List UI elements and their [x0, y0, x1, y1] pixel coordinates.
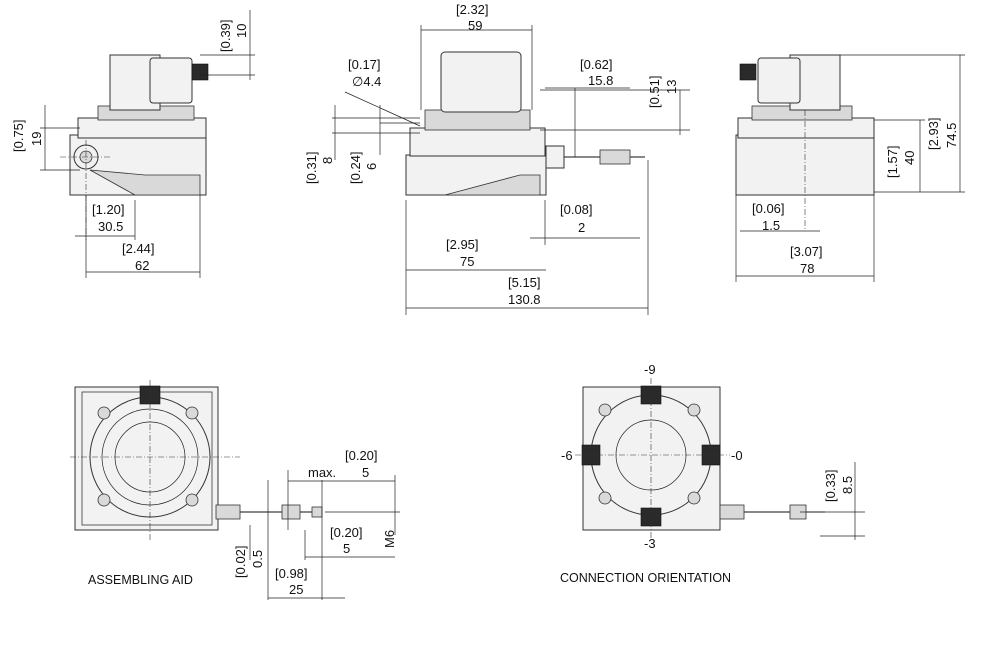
connection-orientation-view	[575, 378, 865, 540]
screw-tr	[687, 403, 701, 417]
caption-assembling-aid: ASSEMBLING AID	[88, 573, 193, 587]
dim-62-mm: 62	[135, 258, 149, 273]
dim-0.5-mm: 0.5	[250, 550, 265, 568]
connector-plug	[191, 63, 209, 81]
screw-tl	[598, 403, 612, 417]
dim-0.33-in: [0.33]	[823, 469, 838, 502]
dim-0.75-in: [0.75]	[11, 119, 26, 152]
screw-br	[185, 493, 199, 507]
connector-housing	[757, 57, 801, 104]
dim-0.20-in-max: [0.20]	[345, 448, 378, 463]
dim-0.31-in: [0.31]	[304, 151, 319, 184]
dim-0.98-in: [0.98]	[275, 566, 308, 581]
screw-tr	[185, 406, 199, 420]
flange	[737, 117, 875, 139]
dim-4.4-dia: ∅4.4	[352, 74, 381, 89]
rod-nut	[281, 504, 301, 520]
dim-0.20-in: [0.20]	[330, 525, 363, 540]
rod-end	[311, 506, 323, 518]
dim-0.06-in: [0.06]	[752, 201, 785, 216]
dim-2.93-in: [2.93]	[926, 117, 941, 150]
dim-0.24-in: [0.24]	[348, 151, 363, 184]
dim-40-mm: 40	[902, 151, 917, 165]
dim-8-mm: 8	[320, 157, 335, 164]
front-view	[332, 25, 690, 315]
dim-10-mm: 10	[234, 24, 249, 38]
dim-2.44-in: [2.44]	[122, 241, 155, 256]
screw-tl	[97, 406, 111, 420]
dim-1.20-in: [1.20]	[92, 202, 125, 217]
motor-cap	[440, 51, 522, 113]
flange	[77, 117, 207, 139]
dim-0.51-in: [0.51]	[647, 75, 662, 108]
orientation-right-label: -0	[731, 448, 743, 463]
cable-gland	[215, 504, 241, 520]
dim-m6-thread: M6	[382, 530, 397, 548]
screw-bl	[598, 491, 612, 505]
screw-bl	[97, 493, 111, 507]
dim-13-mm: 13	[664, 80, 679, 94]
dim-78-mm: 78	[800, 261, 814, 276]
dim-75-mm: 75	[460, 254, 474, 269]
dim-2.32-in: [2.32]	[456, 2, 489, 17]
dim-19-mm: 19	[29, 132, 44, 146]
dim-5-mm: 5	[343, 541, 350, 556]
dim-2-mm: 2	[578, 220, 585, 235]
dim-3.07-in: [3.07]	[790, 244, 823, 259]
connector-plug	[739, 63, 757, 81]
flange	[409, 127, 546, 157]
dim-6-mm: 6	[364, 163, 379, 170]
dim-0.39-in: [0.39]	[218, 19, 233, 52]
dim-30.5-mm: 30.5	[98, 219, 123, 234]
side-view-right	[735, 54, 965, 282]
dim-8.5-mm: 8.5	[840, 476, 855, 494]
caption-connection-orientation: CONNECTION ORIENTATION	[560, 571, 731, 585]
dim-59-mm: 59	[468, 18, 482, 33]
dim-74.5-mm: 74.5	[944, 123, 959, 148]
dim-0.62-in: [0.62]	[580, 57, 613, 72]
side-view-left	[40, 10, 255, 278]
orientation-left-label: -6	[561, 448, 573, 463]
dim-5.15-in: [5.15]	[508, 275, 541, 290]
screw-br	[687, 491, 701, 505]
assembling-aid-view	[70, 380, 400, 600]
ribbed-plate	[424, 109, 531, 131]
dim-0.02-in: [0.02]	[233, 545, 248, 578]
rod-nut	[599, 149, 631, 165]
cable-gland	[545, 145, 565, 169]
dim-1.57-in: [1.57]	[885, 145, 900, 178]
dim-5-mm-max: 5	[362, 465, 369, 480]
dim-130.8-mm: 130.8	[508, 292, 541, 307]
housing-wedge	[89, 169, 201, 196]
dim-15.8-mm: 15.8	[588, 73, 613, 88]
housing-wedge	[444, 174, 541, 196]
dim-0.08-in: [0.08]	[560, 202, 593, 217]
dim-1.5-mm: 1.5	[762, 218, 780, 233]
dim-0.17-in: [0.17]	[348, 57, 381, 72]
orientation-top-label: -9	[644, 362, 656, 377]
dim-max-label: max.	[308, 465, 336, 480]
cable-gland	[719, 504, 745, 520]
orientation-bottom-label: -3	[644, 536, 656, 551]
dim-25-mm: 25	[289, 582, 303, 597]
connector-housing	[149, 57, 193, 104]
dim-2.95-in: [2.95]	[446, 237, 479, 252]
